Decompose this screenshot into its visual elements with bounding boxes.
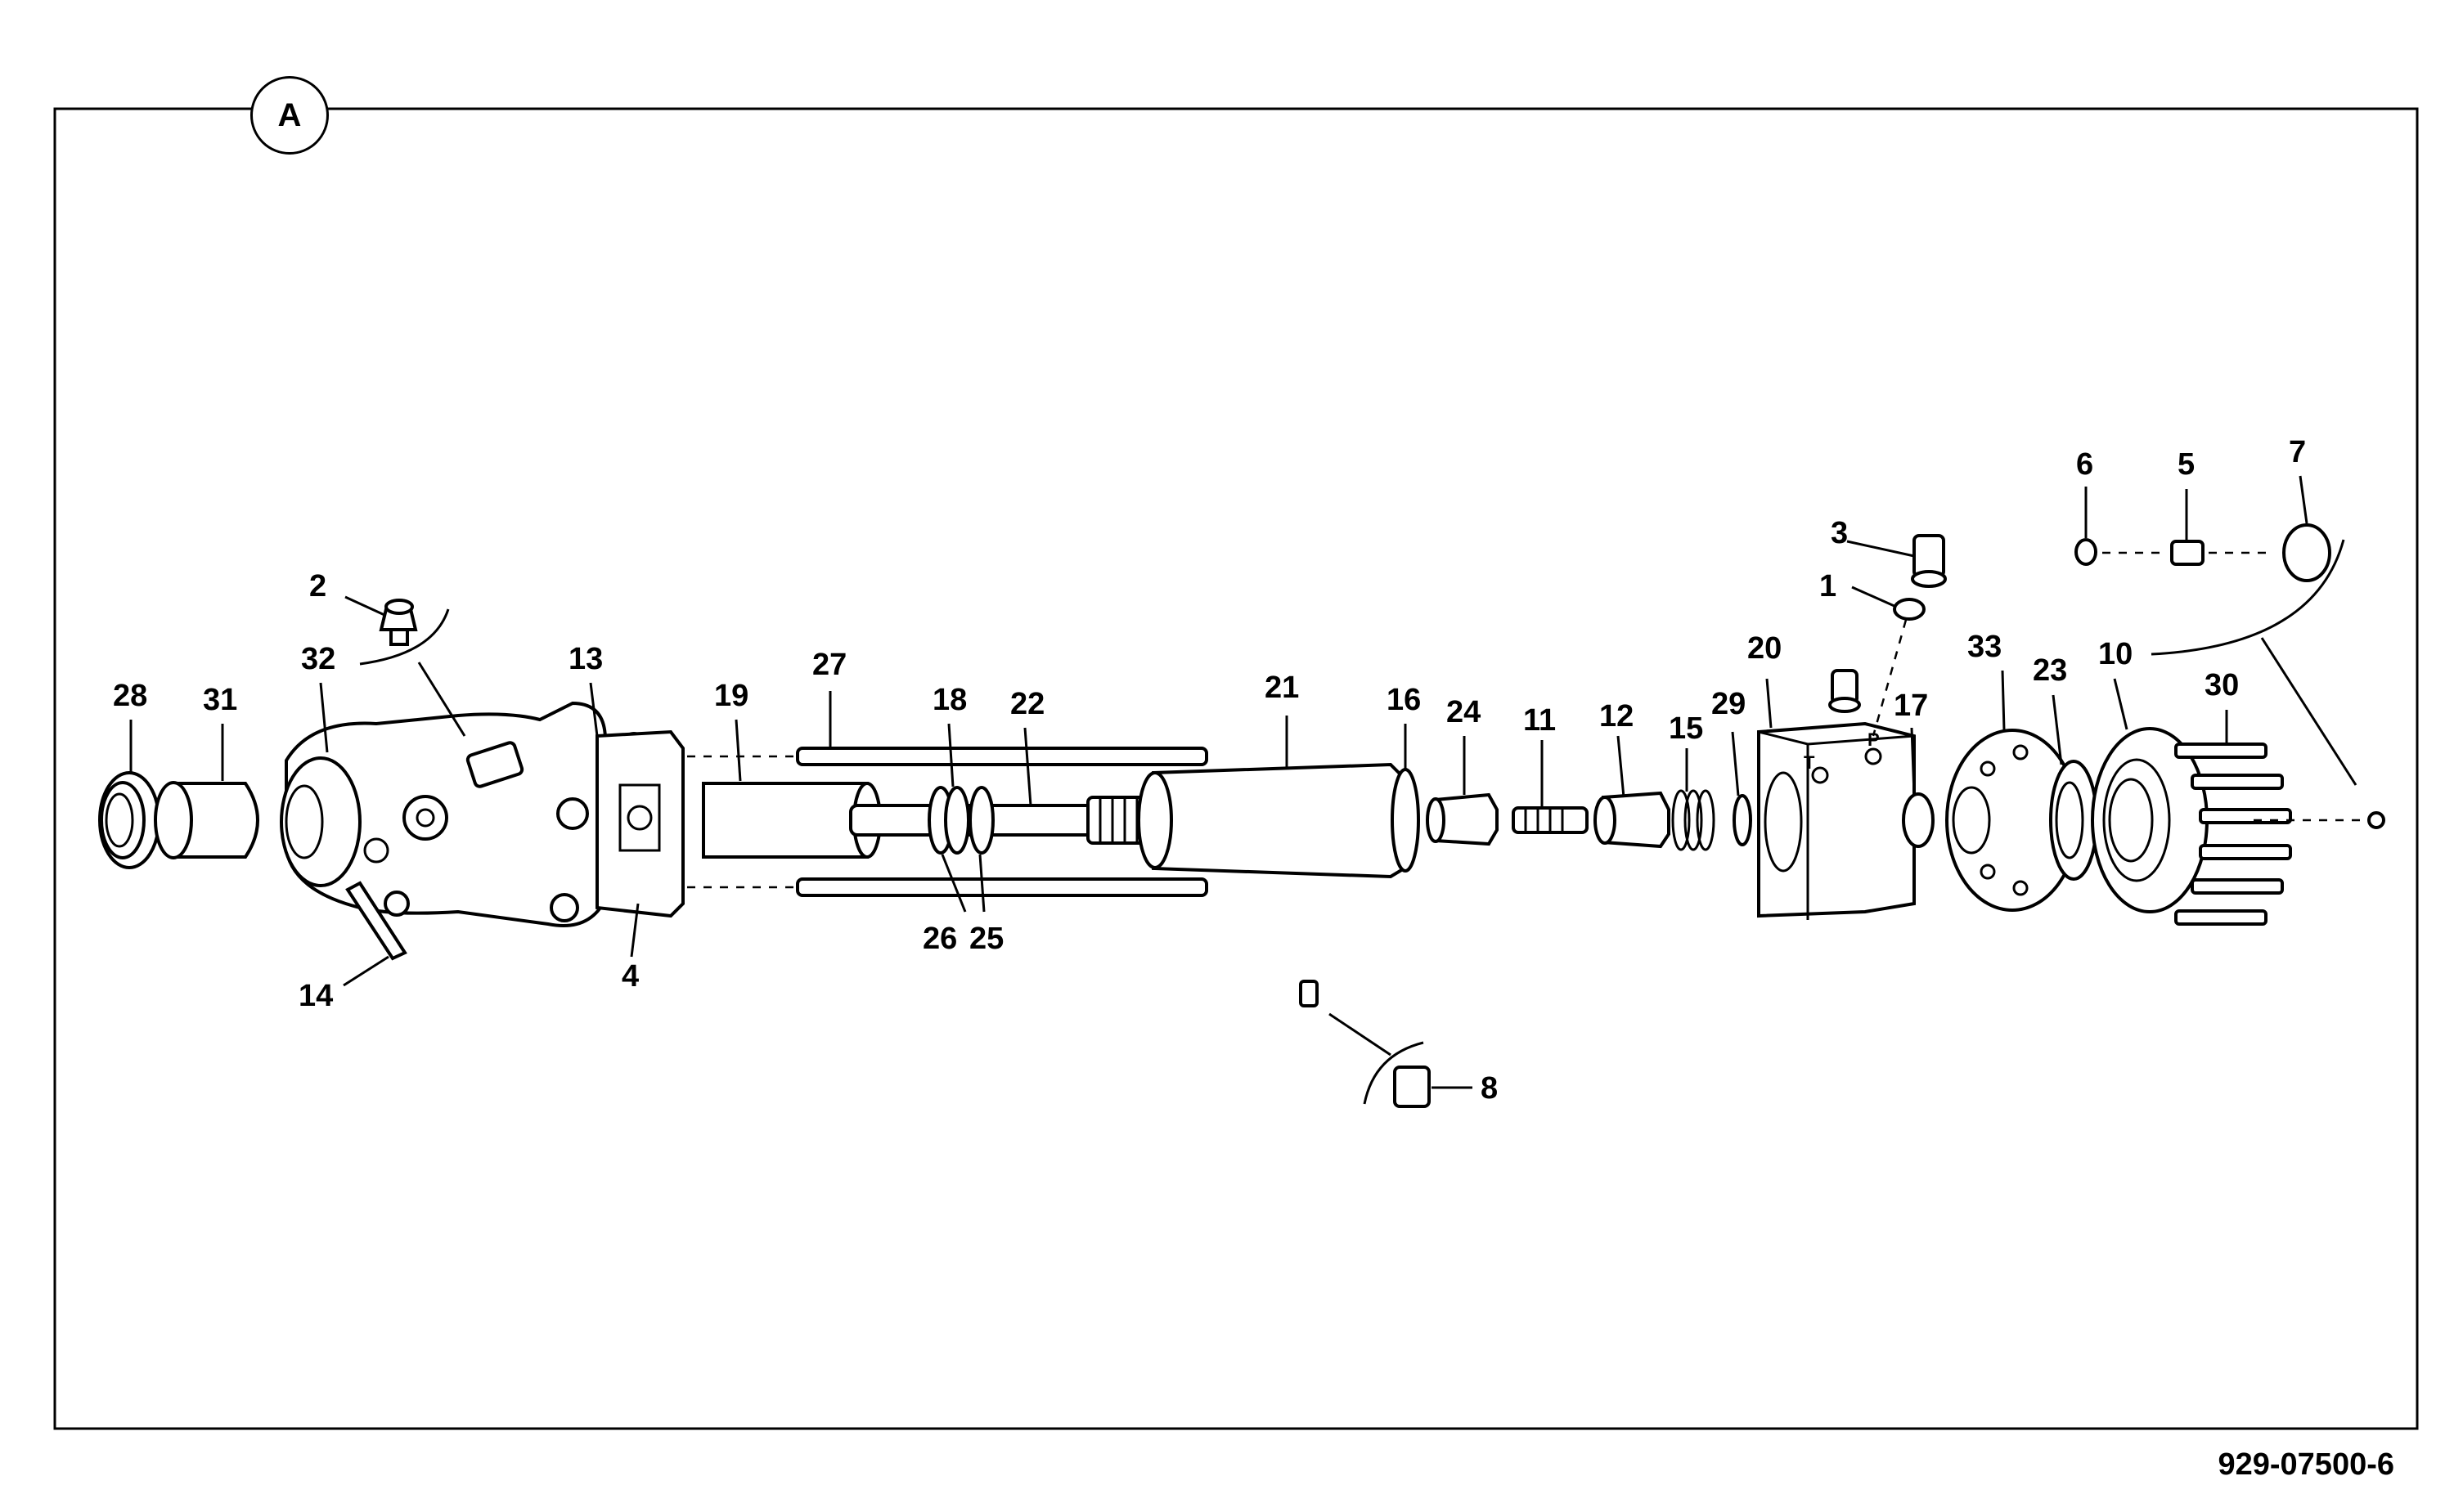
part-6-washer (2074, 538, 2097, 566)
drawing-frame (53, 107, 2419, 1430)
part-19-gland (702, 782, 882, 859)
callout-11: 11 (1523, 703, 1556, 738)
part-23-seal (2049, 760, 2098, 881)
callout-6: 6 (2076, 447, 2093, 482)
part-32-housing (280, 701, 607, 927)
part-flange-plate (596, 729, 685, 918)
part-27-tie-rods (687, 747, 1208, 897)
part-28-dust-cap (98, 771, 160, 869)
callout-29: 29 (1711, 687, 1746, 721)
callout-33: 33 (1967, 630, 2002, 664)
callout-21: 21 (1265, 671, 1299, 705)
part-17-o-ring (1902, 792, 1935, 848)
callout-12: 12 (1599, 699, 1634, 734)
callout-16: 16 (1387, 683, 1421, 717)
callout-3: 3 (1831, 516, 1848, 550)
callout-26: 26 (923, 922, 957, 956)
part-30-bolts (2174, 743, 2292, 926)
callout-4: 4 (622, 959, 639, 994)
callout-17: 17 (1894, 689, 1928, 723)
block-marking-p: P (1867, 729, 1880, 750)
part-16-o-ring (1391, 768, 1420, 873)
part-5-plug (2102, 540, 2274, 566)
callout-7: 7 (2289, 435, 2306, 469)
part-8-fitting (1299, 980, 1431, 1108)
callout-labels: 1 2 3 4 5 6 7 8 10 11 12 13 14 15 16 17 … (113, 435, 2306, 1106)
part-fitting-on-block (1828, 669, 1861, 713)
callout-25: 25 (969, 922, 1004, 956)
leader-lines (129, 475, 2308, 1089)
callout-27: 27 (812, 648, 847, 682)
callout-15: 15 (1669, 711, 1703, 746)
part-29-seal (1733, 794, 1752, 846)
callout-28: 28 (113, 679, 147, 713)
part-14-lever-pin (345, 837, 407, 961)
callout-23: 23 (2033, 653, 2067, 688)
callout-14: 14 (299, 979, 333, 1013)
callout-22: 22 (1010, 687, 1045, 721)
block-marking-t: T (1804, 752, 1815, 773)
part-24-head (1426, 792, 1499, 846)
callout-2: 2 (309, 569, 326, 603)
part-31-bush (154, 781, 259, 859)
part-11-valve-spool (1512, 806, 1589, 834)
callout-18: 18 (933, 683, 967, 717)
callout-30: 30 (2205, 668, 2239, 702)
callout-31: 31 (203, 683, 237, 717)
part-2-grease-nipple (359, 599, 466, 737)
callout-8: 8 (1481, 1071, 1498, 1106)
callout-10: 10 (2098, 637, 2133, 671)
part-15-spring (1671, 789, 1715, 851)
part-3-fitting (1911, 534, 1947, 588)
callout-13: 13 (569, 642, 603, 676)
part-7-cap (2151, 523, 2385, 829)
view-label: A (277, 96, 302, 133)
callout-19: 19 (714, 679, 748, 713)
part-12-valve-body (1593, 791, 1670, 849)
part-21-cylinder-tube (1137, 762, 1409, 879)
callout-32: 32 (301, 642, 335, 676)
callout-1: 1 (1819, 569, 1836, 603)
callout-20: 20 (1747, 631, 1782, 666)
callout-24: 24 (1446, 695, 1481, 729)
drawing-code: 929-07500-6 (2218, 1447, 2394, 1482)
view-label-badge: A (250, 76, 329, 155)
part-1-o-ring (1872, 598, 1926, 737)
callout-5: 5 (2178, 447, 2195, 482)
part-20-valve-block: T P (1757, 721, 1916, 920)
